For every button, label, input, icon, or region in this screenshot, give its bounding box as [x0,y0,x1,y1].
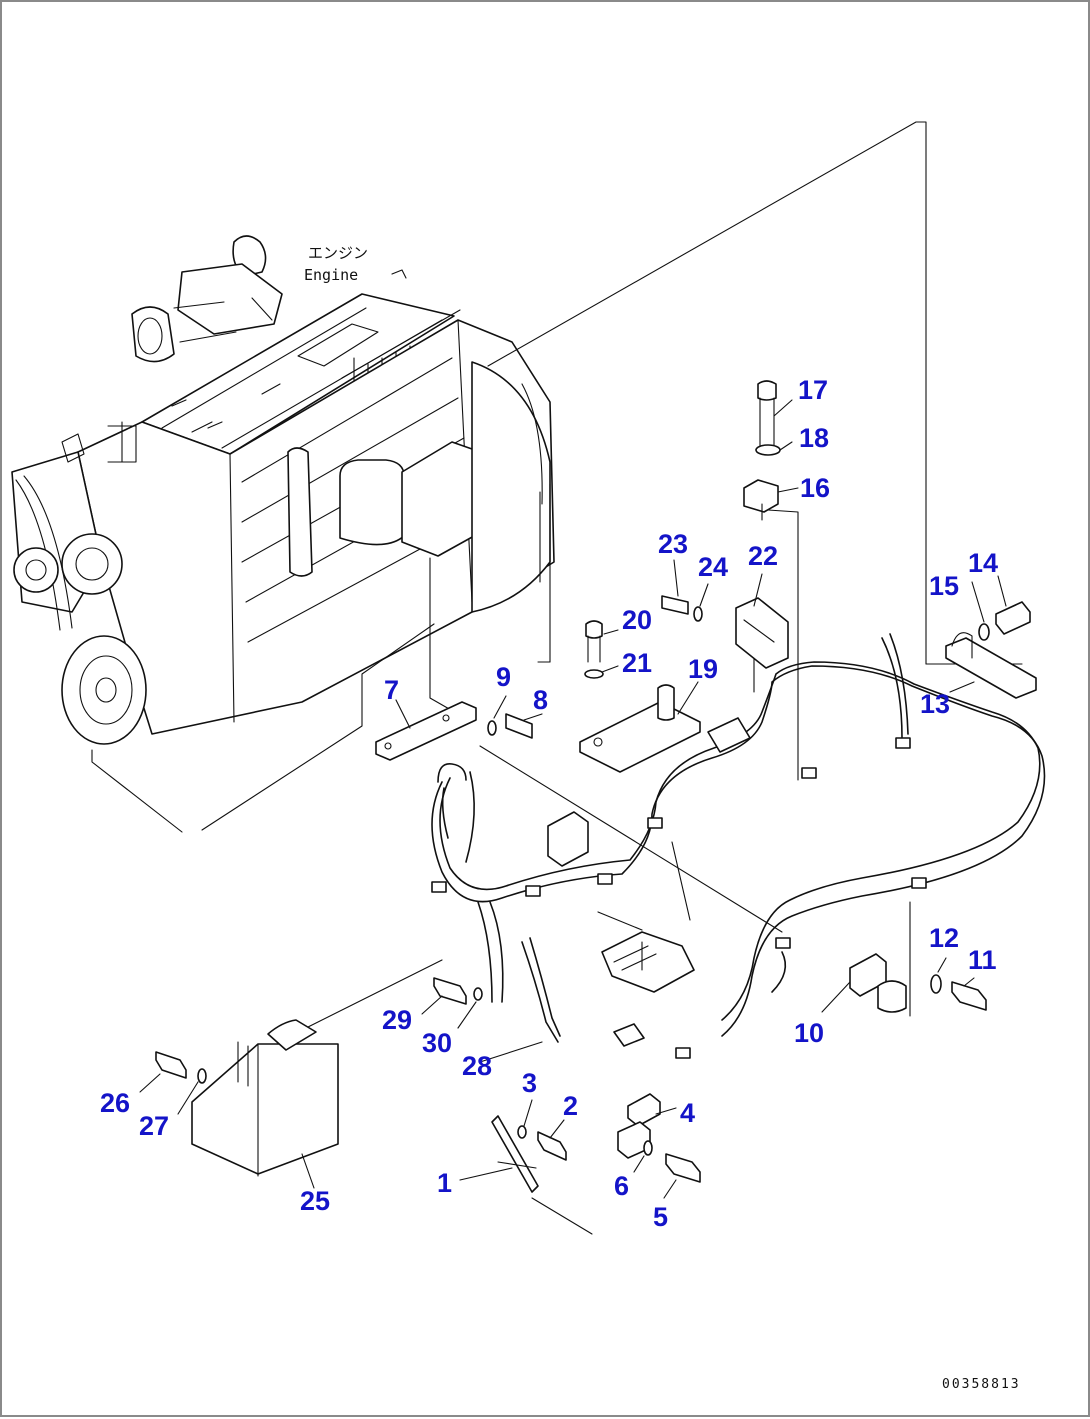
callout-3[interactable]: 3 [522,1068,537,1098]
callout-leaders [139,399,1007,1199]
callout-21[interactable]: 21 [622,648,652,678]
callout-15[interactable]: 15 [929,571,959,601]
callout-5[interactable]: 5 [653,1202,668,1232]
parts [155,380,1037,1193]
callout-2[interactable]: 2 [563,1091,578,1121]
callout-25[interactable]: 25 [300,1186,330,1216]
callout-28[interactable]: 28 [462,1051,492,1081]
callout-29[interactable]: 29 [382,1005,412,1035]
wiring-harness [431,633,1046,1059]
callout-1[interactable]: 1 [437,1168,452,1198]
callout-18[interactable]: 18 [799,423,829,453]
callout-9[interactable]: 9 [496,662,511,692]
drawing-code: 00358813 [942,1377,1021,1392]
callout-22[interactable]: 22 [748,541,778,571]
engine-assembly [11,235,555,745]
part-callouts: 1 2 3 4 5 6 7 8 9 10 11 12 13 14 15 16 1… [100,375,998,1232]
callout-16[interactable]: 16 [800,473,830,503]
callout-6[interactable]: 6 [614,1171,629,1201]
callout-30[interactable]: 30 [422,1028,452,1058]
leader-lines [91,121,1023,1235]
engine-label-en: Engine [304,266,358,284]
callout-23[interactable]: 23 [658,529,688,559]
callout-11[interactable]: 11 [968,945,997,975]
callout-17[interactable]: 17 [798,375,828,405]
callout-7[interactable]: 7 [384,675,399,705]
callout-4[interactable]: 4 [680,1098,695,1128]
callout-12[interactable]: 12 [929,923,959,953]
callout-26[interactable]: 26 [100,1088,130,1118]
callout-13[interactable]: 13 [920,689,950,719]
callout-8[interactable]: 8 [533,685,548,715]
callout-27[interactable]: 27 [139,1111,169,1141]
callout-24[interactable]: 24 [698,552,728,582]
callout-20[interactable]: 20 [622,605,652,635]
callout-19[interactable]: 19 [688,654,718,684]
callout-10[interactable]: 10 [794,1018,824,1048]
callout-14[interactable]: 14 [968,548,998,578]
engine-label-jp: エンジン [308,244,368,262]
